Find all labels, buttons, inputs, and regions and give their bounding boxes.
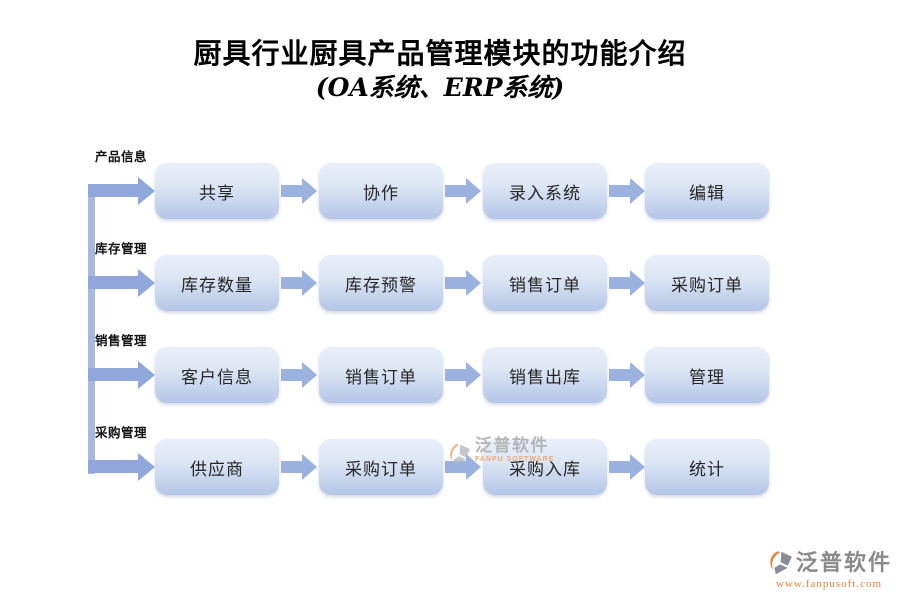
step-label: 销售订单 [345,367,417,388]
branch-arrow [88,177,155,205]
arrow-shaft [281,277,302,289]
arrow-shaft [88,460,138,473]
flow-step-box: 管理 [645,347,769,403]
arrow-shaft [445,369,466,381]
arrow-head [466,178,481,204]
step-label: 管理 [689,367,725,388]
step-label: 采购入库 [509,459,581,480]
step-label: 统计 [689,459,725,480]
arrow-shaft [609,461,630,473]
flow-arrow [609,454,645,480]
footer-brand-text: 泛普软件 [795,550,892,575]
flow-step-box: 销售订单 [319,347,443,403]
arrow-shaft [445,461,466,473]
arrow-head [630,362,645,388]
arrow-head [302,178,317,204]
arrow-head [138,361,155,389]
arrow-shaft [609,369,630,381]
step-label: 协作 [363,183,399,204]
arrow-head [630,178,645,204]
flow-step-box: 销售订单 [483,255,607,311]
arrow-head [302,270,317,296]
step-label: 销售出库 [509,367,581,388]
flow-arrow [281,454,317,480]
arrow-head [138,177,155,205]
flow-step-box: 采购订单 [645,255,769,311]
flow-step-box: 采购入库 [483,439,607,495]
flow-arrow [445,178,481,204]
flow-step-box: 协作 [319,163,443,219]
flow-step-box: 客户信息 [155,347,279,403]
step-label: 供应商 [190,459,244,480]
arrow-shaft [609,185,630,197]
flow-arrow [609,178,645,204]
arrow-head [302,454,317,480]
flow-arrow [281,270,317,296]
arrow-head [466,362,481,388]
flow-step-box: 采购订单 [319,439,443,495]
arrow-shaft [88,276,138,289]
flow-step-box: 统计 [645,439,769,495]
step-label: 销售订单 [509,275,581,296]
flow-step-box: 库存预警 [319,255,443,311]
arrow-shaft [281,369,302,381]
arrow-shaft [88,184,138,197]
flow-step-box: 库存数量 [155,255,279,311]
arrow-shaft [88,368,138,381]
arrow-shaft [609,277,630,289]
arrow-head [630,454,645,480]
flow-arrow [609,362,645,388]
flow-arrow [281,178,317,204]
flow-arrow [445,270,481,296]
arrow-shaft [281,185,302,197]
flow-arrow [445,454,481,480]
flow-step-box: 销售出库 [483,347,607,403]
arrow-head [466,270,481,296]
step-label: 客户信息 [181,367,253,388]
footer-logo-row: 泛普软件 [766,549,892,577]
branch-arrow [88,453,155,481]
group-label-product-info: 产品信息 [95,150,148,164]
flow-step-box: 共享 [155,163,279,219]
trunk-connector-line [88,185,95,474]
footer-logo: 泛普软件 www.fanpusoft.com [766,549,892,590]
arrow-head [302,362,317,388]
footer-site-url: www.fanpusoft.com [775,578,883,590]
arrow-head [630,270,645,296]
step-label: 录入系统 [509,183,581,204]
title-line-2: (OA系统、ERP系统) [315,73,565,102]
arrow-head [138,269,155,297]
step-label: 库存预警 [345,275,417,296]
step-label: 共享 [199,183,235,204]
group-label-sales: 销售管理 [95,334,148,348]
flow-arrow [609,270,645,296]
group-label-inventory: 库存管理 [95,242,148,256]
branch-arrow [88,361,155,389]
group-label-purchasing: 采购管理 [95,426,148,440]
flow-step-box: 供应商 [155,439,279,495]
arrow-shaft [445,185,466,197]
page-title: 厨具行业厨具产品管理模块的功能介绍 (OA系统、ERP系统) [0,36,880,104]
step-label: 编辑 [689,183,725,204]
title-line-1: 厨具行业厨具产品管理模块的功能介绍 [193,37,687,70]
branch-arrow [88,269,155,297]
arrow-shaft [281,461,302,473]
flow-step-box: 录入系统 [483,163,607,219]
arrow-shaft [445,277,466,289]
flow-arrow [281,362,317,388]
arrow-head [138,453,155,481]
fanpu-logo-icon [770,551,792,575]
flow-arrow [445,362,481,388]
step-label: 库存数量 [181,275,253,296]
step-label: 采购订单 [345,459,417,480]
step-label: 采购订单 [671,275,743,296]
flow-step-box: 编辑 [645,163,769,219]
arrow-head [466,454,481,480]
